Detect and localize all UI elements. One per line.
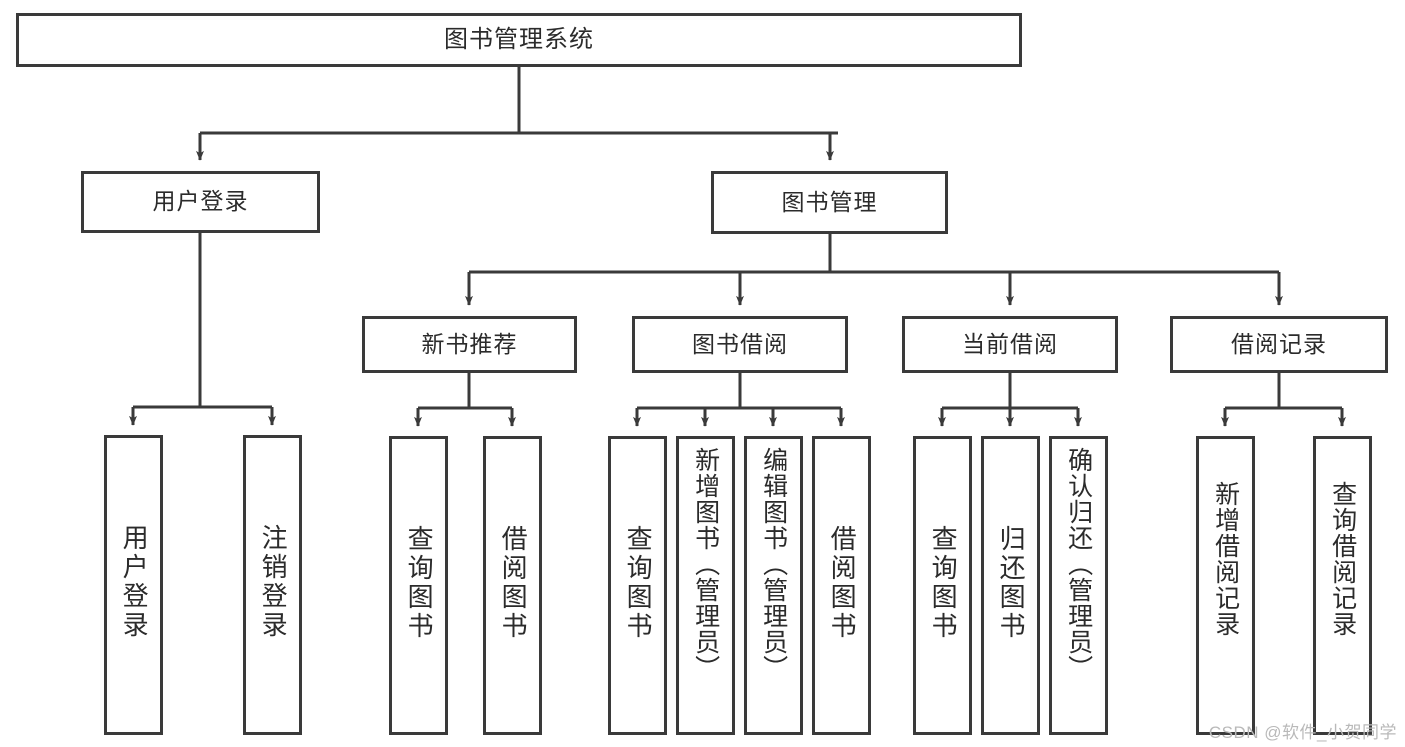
node-label: 确认归还（管理员） (1064, 447, 1093, 681)
node-label: 查询借阅记录 (1328, 481, 1357, 637)
node-label: 借阅图书 (827, 525, 858, 641)
leaf-query-book-current[interactable]: 查询图书 (913, 436, 972, 735)
node-new-book-recommend[interactable]: 新书推荐 (362, 316, 577, 373)
leaf-borrow-book-recommend[interactable]: 借阅图书 (483, 436, 542, 735)
leaf-query-book-borrow[interactable]: 查询图书 (608, 436, 667, 735)
leaf-logout-login[interactable]: 注销登录 (243, 435, 302, 735)
leaf-query-borrow-record[interactable]: 查询借阅记录 (1313, 436, 1372, 735)
node-label: 新增图书（管理员） (691, 447, 720, 681)
node-book-borrow[interactable]: 图书借阅 (632, 316, 848, 373)
leaf-add-book-admin[interactable]: 新增图书（管理员） (676, 436, 735, 735)
node-label: 用户登录 (152, 188, 249, 215)
node-label: 用户登录 (119, 524, 150, 640)
leaf-edit-book-admin[interactable]: 编辑图书（管理员） (744, 436, 803, 735)
node-root-book-management-system[interactable]: 图书管理系统 (16, 13, 1022, 67)
leaf-user-login[interactable]: 用户登录 (104, 435, 163, 735)
node-label: 当前借阅 (962, 330, 1058, 357)
leaf-return-book[interactable]: 归还图书 (981, 436, 1040, 735)
leaf-add-borrow-record[interactable]: 新增借阅记录 (1196, 436, 1255, 735)
node-book-management[interactable]: 图书管理 (711, 171, 948, 234)
node-label: 新增借阅记录 (1211, 481, 1240, 637)
leaf-confirm-return-admin[interactable]: 确认归还（管理员） (1049, 436, 1108, 735)
node-label: 查询图书 (928, 525, 959, 641)
watermark: CSDN @软件_小贺同学 (1208, 723, 1397, 742)
node-label: 图书管理系统 (444, 25, 594, 53)
leaf-query-book-recommend[interactable]: 查询图书 (389, 436, 448, 735)
node-user-login[interactable]: 用户登录 (81, 171, 320, 233)
node-label: 借阅图书 (498, 525, 529, 641)
node-label: 借阅记录 (1231, 330, 1327, 357)
node-label: 注销登录 (258, 524, 289, 640)
node-current-borrow[interactable]: 当前借阅 (902, 316, 1118, 373)
leaf-borrow-book[interactable]: 借阅图书 (812, 436, 871, 735)
node-label: 查询图书 (623, 525, 654, 641)
node-label: 图书借阅 (692, 330, 788, 357)
node-label: 归还图书 (996, 525, 1027, 641)
node-label: 编辑图书（管理员） (759, 447, 788, 681)
node-label: 查询图书 (404, 525, 435, 641)
node-borrow-record[interactable]: 借阅记录 (1170, 316, 1388, 373)
node-label: 新书推荐 (421, 330, 518, 357)
node-label: 图书管理 (781, 188, 878, 215)
